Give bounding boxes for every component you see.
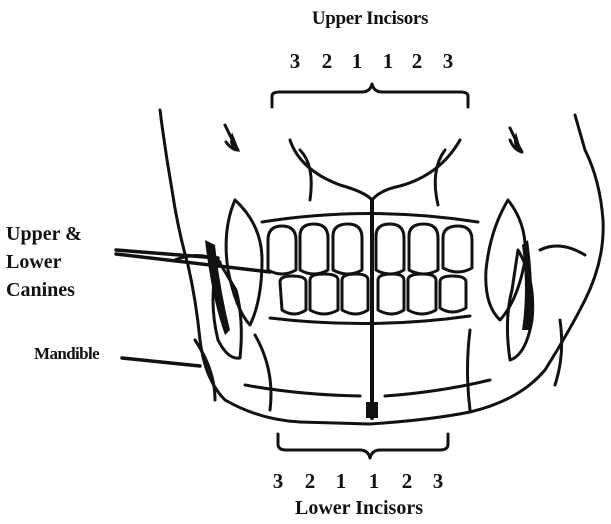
upper-number: 3 bbox=[438, 49, 458, 74]
lower-number: 3 bbox=[428, 469, 448, 494]
upper-number: 2 bbox=[407, 49, 427, 74]
right-upper-canine bbox=[486, 200, 526, 320]
lower-number: 2 bbox=[300, 469, 320, 494]
upper-incisor-brace bbox=[272, 84, 468, 107]
canines-label-line2: Lower bbox=[6, 248, 82, 276]
upper-incisor-numbers: 3 2 1 1 2 3 bbox=[0, 49, 611, 75]
lower-incisors-title: Lower Incisors bbox=[0, 497, 611, 520]
lower-number: 2 bbox=[397, 469, 417, 494]
canines-label-line1: Upper & bbox=[6, 220, 82, 248]
left-upper-canine bbox=[226, 200, 262, 325]
canines-label-line3: Canines bbox=[6, 276, 82, 304]
lower-number: 1 bbox=[331, 469, 351, 494]
lower-incisor-numbers: 3 2 1 1 2 3 bbox=[0, 469, 611, 495]
upper-incisors-title: Upper Incisors bbox=[0, 8, 611, 30]
lower-number: 1 bbox=[364, 469, 384, 494]
upper-number: 3 bbox=[285, 49, 305, 74]
mandible-leader bbox=[122, 358, 200, 366]
lower-incisor-brace bbox=[278, 434, 448, 458]
upper-number: 2 bbox=[317, 49, 337, 74]
upper-number: 1 bbox=[347, 49, 367, 74]
upper-number: 1 bbox=[378, 49, 398, 74]
lower-number: 3 bbox=[268, 469, 288, 494]
mandible-label: Mandible bbox=[34, 344, 99, 364]
